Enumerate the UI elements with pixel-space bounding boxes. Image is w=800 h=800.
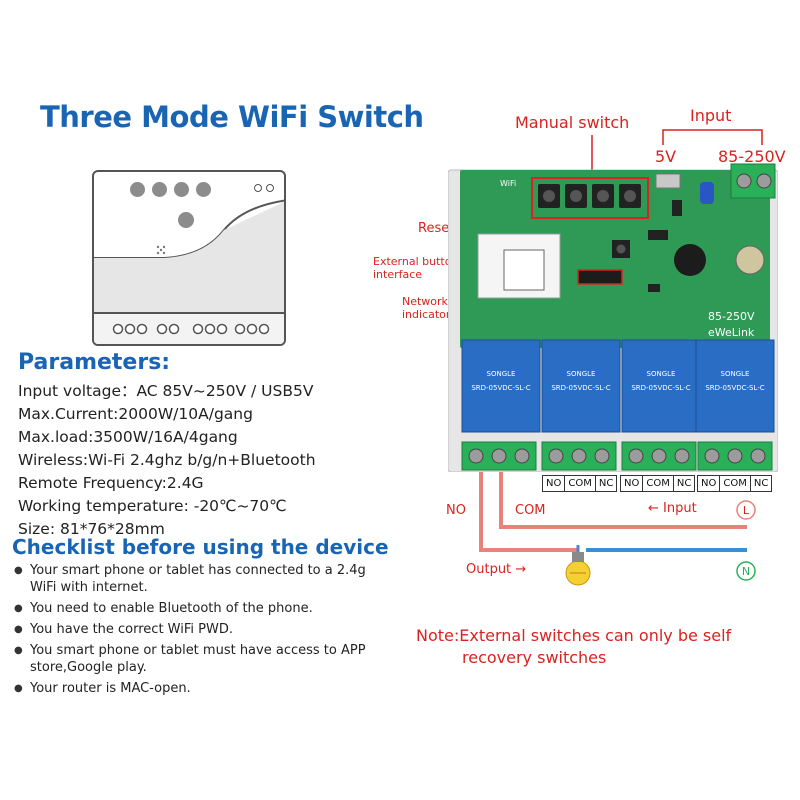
wiring — [479, 468, 747, 552]
input-label: Input — [690, 106, 732, 125]
checklist-item: You smart phone or tablet must have acce… — [14, 642, 394, 676]
svg-text:SONGLE: SONGLE — [487, 370, 516, 378]
terminal-strip — [94, 312, 284, 344]
pcb-board-illustration: 85-250V eWeLink WiFi SRD-05VDC-SL-C SONG… — [448, 163, 778, 472]
capacitor-blue — [700, 182, 714, 204]
led-ring-2 — [266, 184, 274, 192]
light-bulb-icon — [565, 545, 591, 586]
manual-switch-box — [531, 177, 649, 219]
external-button-header — [577, 269, 623, 285]
terminal-screws — [112, 323, 270, 335]
checklist-item: Your smart phone or tablet has connected… — [14, 562, 394, 596]
svg-text:SRD-05VDC-SL-C: SRD-05VDC-SL-C — [551, 384, 610, 392]
output-arrow-label: Output → — [466, 562, 527, 577]
relay-3: SRD-05VDC-SL-C SONGLE — [621, 339, 701, 433]
neutral-symbol-icon: N — [736, 561, 756, 581]
relays: SRD-05VDC-SL-C SONGLE SRD-05VDC-SL-C SON… — [461, 339, 775, 433]
checklist-item: You have the correct WiFi PWD. — [14, 621, 394, 638]
terminal-label-com: COM — [642, 475, 674, 492]
svg-text:SRD-05VDC-SL-C: SRD-05VDC-SL-C — [471, 384, 530, 392]
neutral-symbol-text: N — [742, 565, 750, 578]
board-brand-text: eWeLink — [708, 326, 755, 339]
parameters-list: Input voltage：AC 85V~250V / USB5V Max.Cu… — [18, 380, 316, 541]
checklist-item: You need to enable Bluetooth of the phon… — [14, 600, 394, 617]
terminal-label-com: COM — [719, 475, 751, 492]
terminal-label-no: NO — [696, 475, 721, 492]
note-line-2: recovery switches — [462, 648, 607, 667]
note-text: Note:External switches can only be self … — [416, 625, 731, 669]
svg-text:SRD-05VDC-SL-C: SRD-05VDC-SL-C — [705, 384, 764, 392]
capacitor-white — [735, 245, 765, 275]
param-max-current: Max.Current:2000W/10A/gang — [18, 405, 253, 423]
terminal-labels-relay-3: NO COM NC — [619, 475, 696, 492]
svg-text:SONGLE: SONGLE — [647, 370, 676, 378]
relay-2: SRD-05VDC-SL-C SONGLE — [541, 339, 621, 433]
terminal-label-no: NO — [541, 475, 566, 492]
terminal-labels-relay-4: NO COM NC — [696, 475, 773, 492]
terminal-label-nc: NC — [672, 475, 696, 492]
svg-text:SONGLE: SONGLE — [721, 370, 750, 378]
no-wire-label: NO — [446, 503, 466, 518]
checklist-list: Your smart phone or tablet has connected… — [14, 562, 394, 701]
param-working-temperature: Working temperature: -20℃~70℃ — [18, 497, 287, 515]
param-remote-frequency: Remote Frequency:2.4G — [18, 474, 204, 492]
param-max-load: Max.load:3500W/16A/4gang — [18, 428, 238, 446]
button-dot-1 — [130, 182, 145, 197]
live-symbol-text: L — [743, 504, 750, 517]
reset-button-dot — [178, 212, 194, 228]
voltage-range-label: 85-250V — [718, 147, 786, 166]
param-input-voltage: Input voltage：AC 85V~250V / USB5V — [18, 382, 314, 400]
note-line-1: Note:External switches can only be self — [416, 626, 732, 645]
button-dot-4 — [196, 182, 211, 197]
status-light-dots — [156, 245, 166, 255]
board-voltage-text: 85-250V — [708, 310, 755, 323]
svg-text:SRD-05VDC-SL-C: SRD-05VDC-SL-C — [631, 384, 690, 392]
parameters-heading: Parameters: — [18, 350, 171, 375]
pcb — [460, 170, 770, 348]
board-wifi-text: WiFi — [500, 179, 516, 188]
network-indicator-label: Network indicator — [402, 295, 451, 321]
manual-switch-label: Manual switch — [515, 113, 630, 132]
param-size: Size: 81*76*28mm — [18, 520, 165, 538]
terminal-label-nc: NC — [594, 475, 618, 492]
input-arrow-label: ← Input — [648, 501, 697, 516]
relay-1: SRD-05VDC-SL-C SONGLE — [461, 339, 541, 433]
5v-label: 5V — [655, 147, 677, 166]
relay-4: SRD-05VDC-SL-C SONGLE — [695, 339, 775, 433]
reset-label: Reset — [418, 221, 455, 236]
button-dot-2 — [152, 182, 167, 197]
led-ring-1 — [254, 184, 262, 192]
svg-text:SONGLE: SONGLE — [567, 370, 596, 378]
usb-port — [655, 173, 681, 189]
capacitor-black — [674, 244, 706, 276]
com-wire-label: COM — [515, 503, 546, 518]
live-symbol-icon: L — [736, 500, 756, 520]
terminal-label-nc: NC — [749, 475, 773, 492]
device-front-panel — [94, 199, 284, 316]
checklist-heading: Checklist before using the device — [12, 535, 389, 559]
terminal-labels-relay-2: NO COM NC — [541, 475, 618, 492]
button-dot-3 — [174, 182, 189, 197]
terminal-label-no: NO — [619, 475, 644, 492]
page-title: Three Mode WiFi Switch — [40, 100, 424, 134]
terminal-label-com: COM — [564, 475, 596, 492]
external-button-label: External button interface — [373, 255, 459, 281]
param-wireless: Wireless:Wi-Fi 2.4ghz b/g/n+Bluetooth — [18, 451, 316, 469]
device-outline-illustration — [92, 170, 286, 346]
output-terminals — [461, 441, 773, 471]
checklist-item: Your router is MAC-open. — [14, 680, 394, 697]
